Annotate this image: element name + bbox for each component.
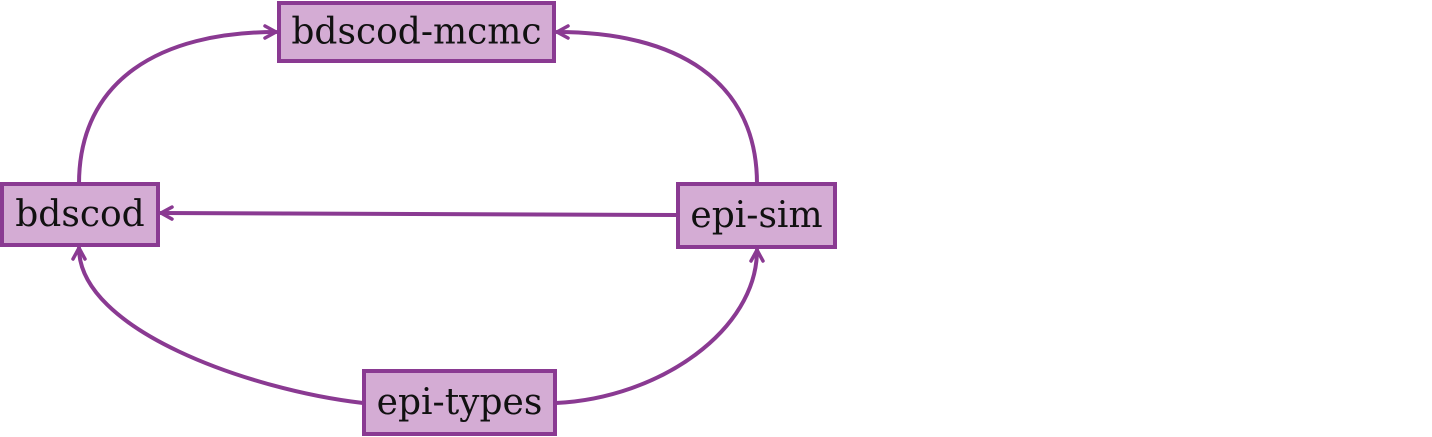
edge-epi-types-to-bdscod [71,246,365,405]
node-label-bdscod: bdscod [15,194,144,235]
edges [71,24,765,405]
node-label-epi-types: epi-types [377,382,543,423]
edge-epi-sim-to-bdscod-mcmc [555,24,759,186]
node-bdscod: bdscod [0,182,160,247]
edge-epi-types-to-epi-sim [554,248,765,405]
node-label-bdscod-mcmc: bdscod-mcmc [291,12,541,53]
edge-bdscod-to-bdscod-mcmc [77,24,278,186]
node-epi-types: epi-types [362,369,557,436]
node-bdscod-mcmc: bdscod-mcmc [277,1,556,63]
node-label-epi-sim: epi-sim [690,195,822,236]
edge-epi-sim-to-bdscod [159,205,679,221]
node-epi-sim: epi-sim [676,182,837,249]
